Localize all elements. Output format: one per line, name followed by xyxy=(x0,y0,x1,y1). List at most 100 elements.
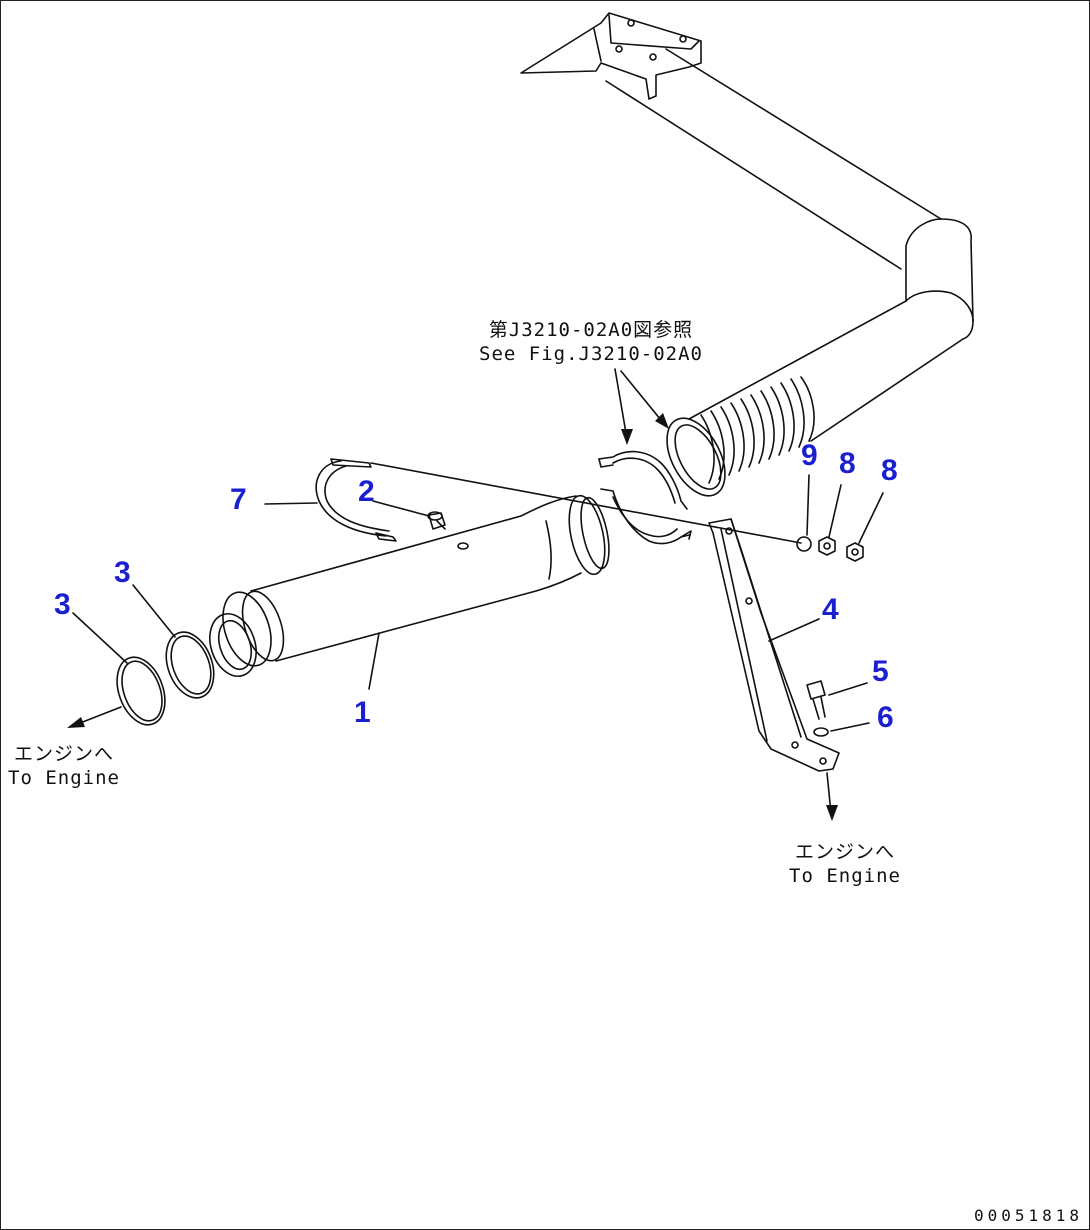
bracket-slot xyxy=(725,527,733,535)
upper-mount-bracket xyxy=(520,12,702,100)
pipe-right-flange-outer xyxy=(568,494,606,576)
to-engine-right-note: エンジンへ To Engine xyxy=(784,840,906,888)
leader-3b xyxy=(132,584,176,638)
part-4-support-bracket xyxy=(708,518,840,772)
see-fig-leader-right xyxy=(620,370,666,426)
upper-pipe-elbow xyxy=(940,218,974,340)
bellows-ring xyxy=(730,402,745,472)
bellows-open-end-outer xyxy=(666,417,726,497)
band-top-end xyxy=(330,458,372,468)
lower-clamp-lug xyxy=(680,530,692,540)
part-5-bolt xyxy=(806,680,826,720)
to-engine-right-jp: エンジンへ xyxy=(794,841,895,863)
bracket-foot-hole xyxy=(791,741,799,749)
bracket-slot xyxy=(745,597,753,605)
callout-3a: 3 xyxy=(54,588,71,621)
bolt-shank xyxy=(812,696,826,720)
leader-2 xyxy=(372,500,430,517)
callout-4: 4 xyxy=(822,593,839,626)
upper-clamp-lug xyxy=(598,458,614,468)
bellows-ring xyxy=(750,394,765,464)
bracket-hole xyxy=(627,19,635,27)
bellows-ring xyxy=(790,378,805,448)
leader-9 xyxy=(806,474,810,536)
upper-pipe-lower-leg-top xyxy=(905,290,974,322)
band-loop xyxy=(315,460,387,537)
leader-8a xyxy=(828,484,842,538)
part-8-nut-b-hole xyxy=(851,548,859,556)
callout-9: 9 xyxy=(801,439,818,472)
bellows-ring xyxy=(740,398,755,468)
bellows-ring xyxy=(760,390,775,460)
upper-clamp-half-inner xyxy=(612,457,676,504)
to-engine-right-arrowhead xyxy=(826,805,838,821)
bracket-hole xyxy=(615,45,623,53)
upper-intake-pipe xyxy=(520,12,974,497)
see-fig-arrowhead-left xyxy=(621,429,633,445)
band-strap-to-bracket xyxy=(370,462,802,544)
part-8-nut-b xyxy=(846,542,864,562)
pipe-top-edge xyxy=(250,495,577,592)
part-8-nut-a xyxy=(818,536,836,556)
leader-4 xyxy=(768,618,820,642)
see-fig-note-jp: 第J3210-02A0図参照 xyxy=(488,319,694,341)
pipe-end-opening-inner xyxy=(217,619,253,671)
band-bottom-end xyxy=(375,532,397,542)
part-2-plug xyxy=(427,511,446,530)
lower-clamp-half xyxy=(600,488,690,545)
to-engine-left-note: エンジンへ To Engine xyxy=(3,742,125,790)
bellows-ring xyxy=(800,376,815,442)
bracket-outer xyxy=(708,518,840,772)
leader-3a xyxy=(72,612,128,664)
pipe-end-collar xyxy=(241,590,285,662)
lower-clamp-half-inner xyxy=(612,496,678,538)
see-fig-arrowhead-right xyxy=(655,413,669,429)
see-fig-note-en: See Fig.J3210-02A0 xyxy=(479,343,703,365)
to-engine-left-arrowhead xyxy=(67,717,85,728)
bracket-foot-hole xyxy=(819,757,827,765)
plug-thread xyxy=(436,520,446,530)
upper-mount-bracket-flange xyxy=(593,14,700,62)
upper-clamp-half xyxy=(598,450,688,510)
band-loop-inner xyxy=(324,465,390,532)
leader-7 xyxy=(264,502,318,505)
part-3-o-ring-outer xyxy=(116,656,166,726)
bellows-ring xyxy=(770,386,785,456)
bellows-ring xyxy=(780,382,795,452)
part-3-o-ring-outer-inner xyxy=(121,660,163,722)
bellows-open-end-inner xyxy=(674,424,722,490)
part-8-nut-a-hole xyxy=(823,542,831,550)
bellows-ring xyxy=(720,406,735,476)
pipe-bend-shading xyxy=(545,520,552,580)
bracket-hole xyxy=(679,35,687,43)
part-7-band xyxy=(315,458,802,544)
callout-3b: 3 xyxy=(114,556,131,589)
pipe-end-flange xyxy=(222,591,272,667)
part-3-o-ring-inner-inner xyxy=(170,635,212,695)
leader-6 xyxy=(830,722,870,732)
callout-5: 5 xyxy=(872,655,889,688)
to-engine-left-jp: エンジンへ xyxy=(13,743,114,765)
reference-clamp-halves xyxy=(598,450,692,545)
bracket-web xyxy=(730,518,802,738)
upper-pipe-lower-leg-bottom-edge xyxy=(810,338,964,442)
leader-5 xyxy=(828,682,868,696)
part-9-washer xyxy=(796,536,812,552)
callout-8b: 8 xyxy=(881,454,898,487)
drawing-number: 00051818 xyxy=(973,1206,1083,1225)
part-3-o-ring-inner xyxy=(165,631,215,699)
pipe-end-opening-outer xyxy=(209,613,257,677)
bellows-ring xyxy=(700,414,715,484)
to-engine-right-en: To Engine xyxy=(789,865,901,887)
callout-2: 2 xyxy=(358,475,375,508)
plug-body xyxy=(428,512,446,530)
bolt-head xyxy=(806,680,826,700)
part-1-pipe xyxy=(209,494,610,677)
part-6-washer xyxy=(813,727,829,737)
upper-pipe-elbow-inner xyxy=(905,218,942,302)
pipe-sensor-boss xyxy=(457,542,469,550)
callout-1: 1 xyxy=(354,696,371,729)
upper-pipe-bottom-edge xyxy=(605,80,902,270)
